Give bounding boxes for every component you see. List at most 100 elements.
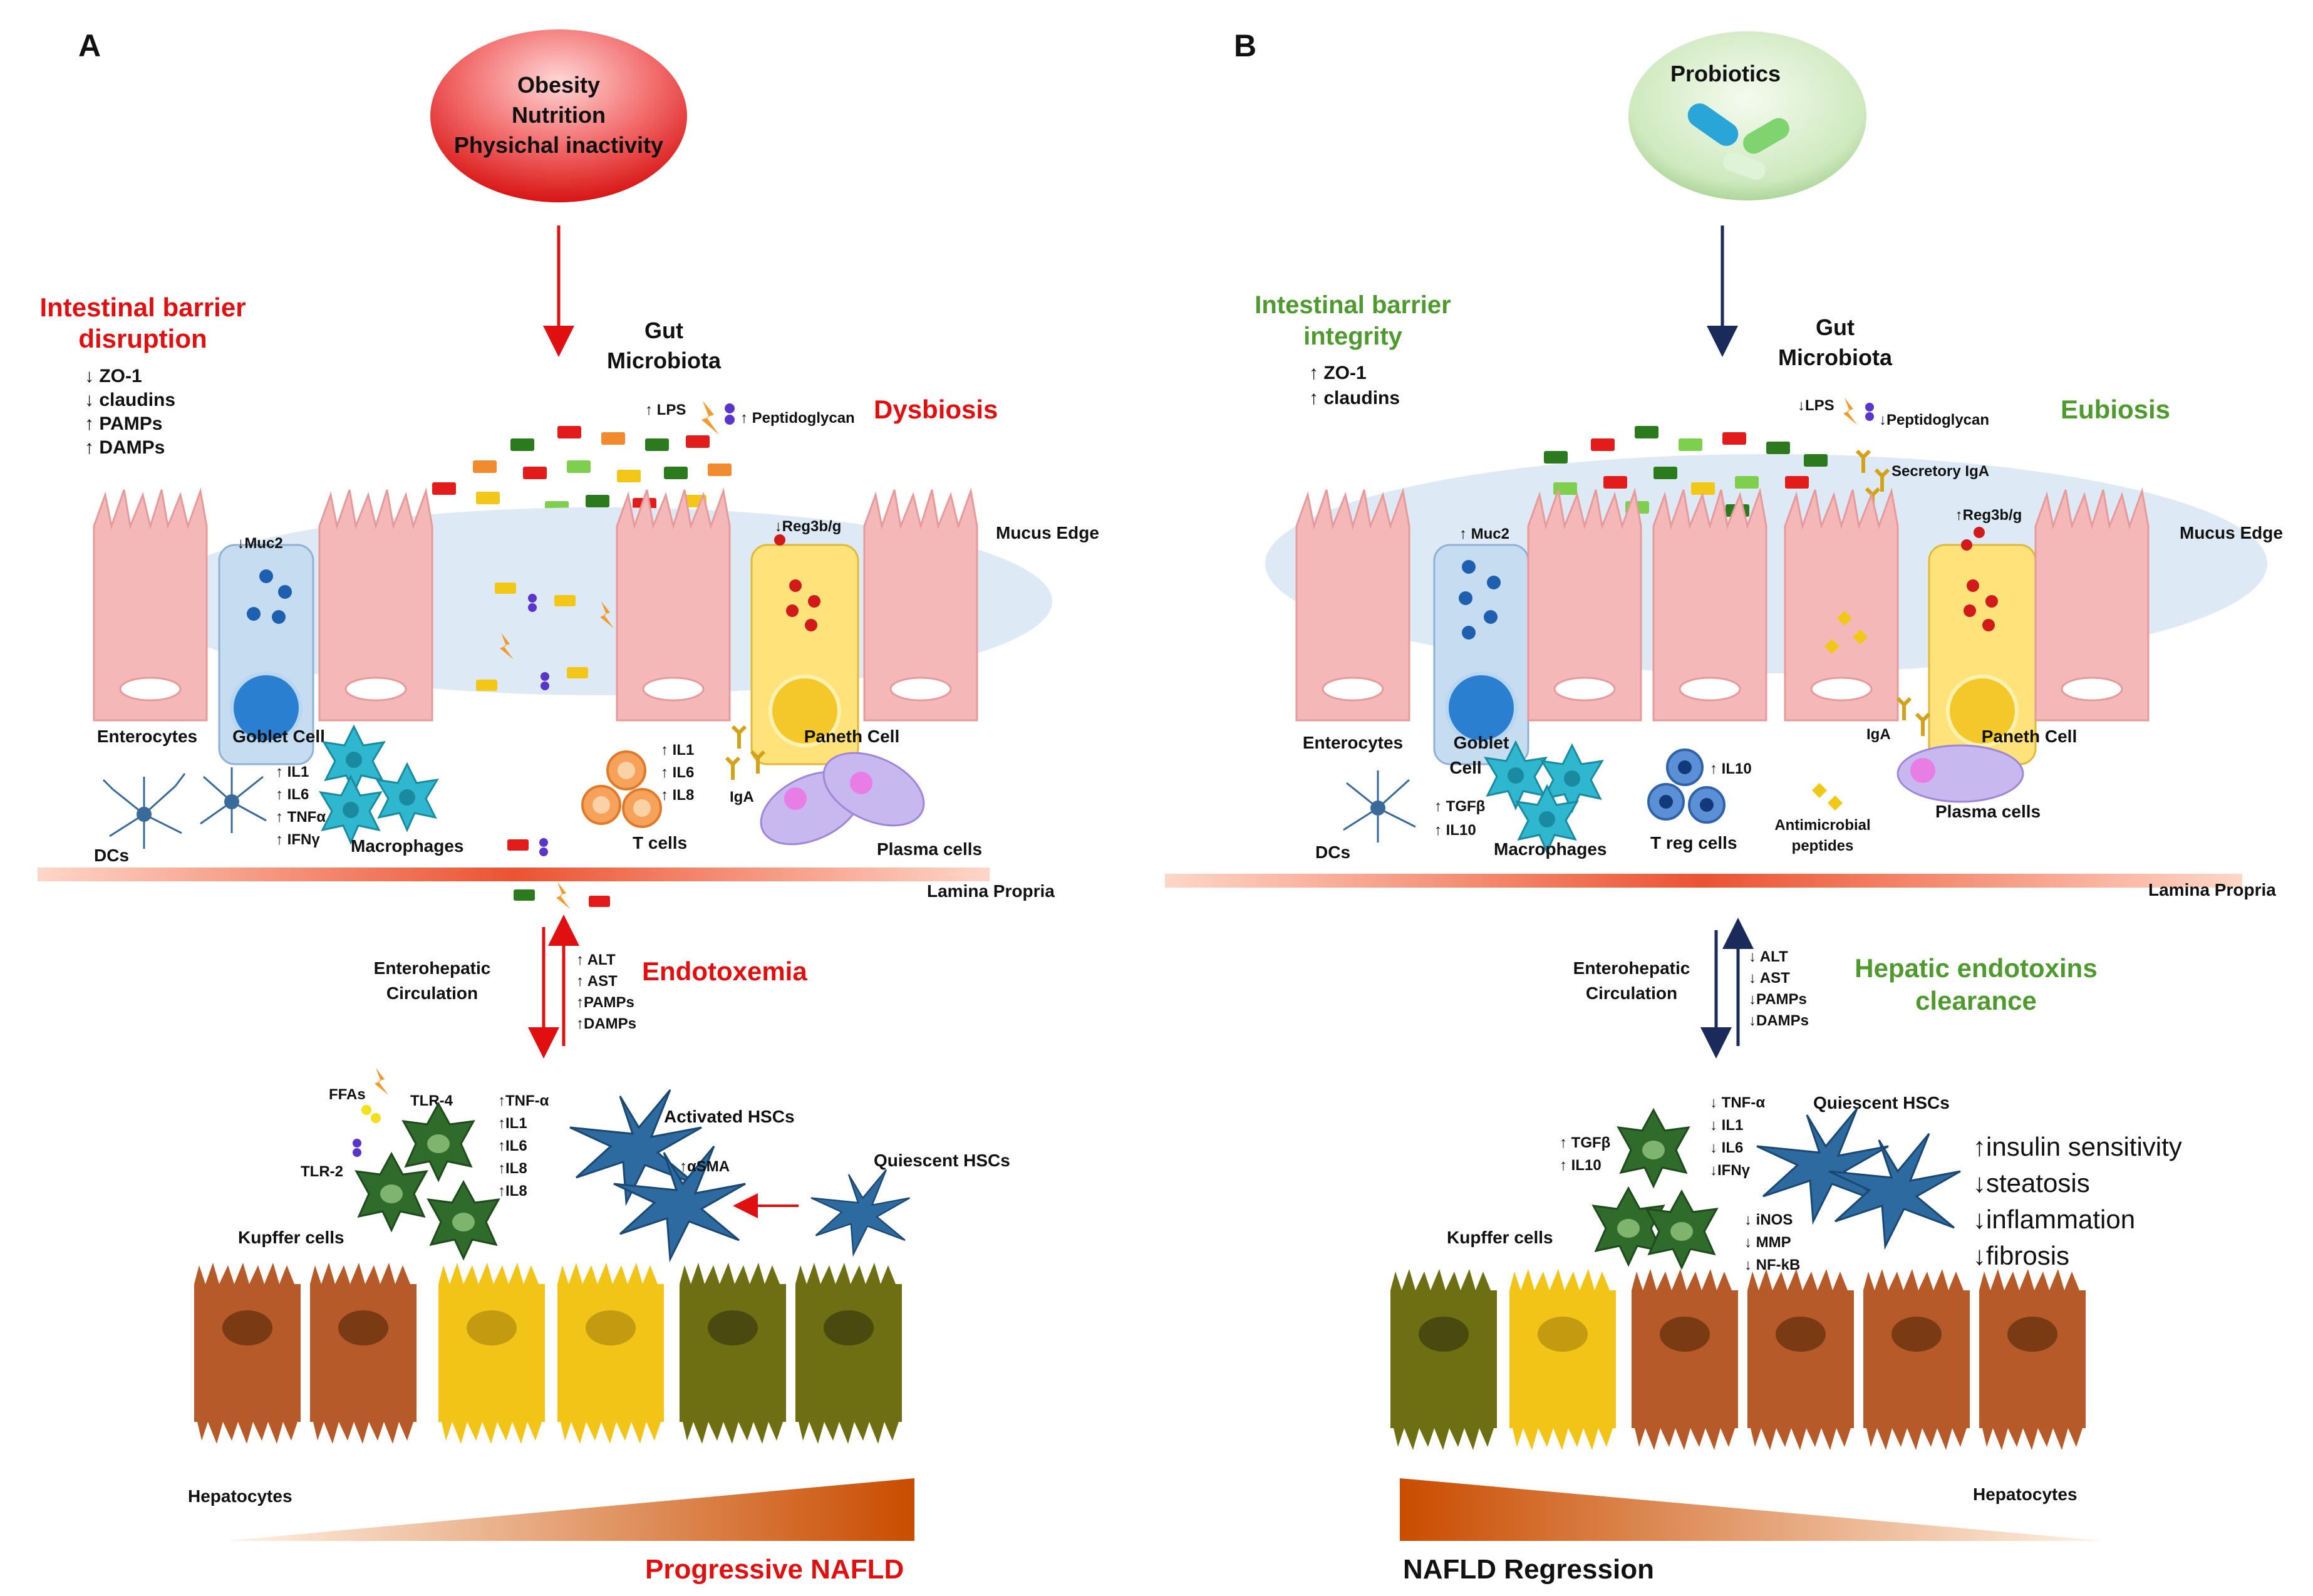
kupffer-label-a: Kupffer cells <box>238 1228 344 1247</box>
mucus-edge-a: Mucus Edge <box>996 523 1099 542</box>
kupffer-cyt-a-4: ↑IL8 <box>498 1160 527 1177</box>
tlr2-label: TLR-2 <box>301 1163 343 1180</box>
plasma-cell-a-2 <box>822 752 925 827</box>
goblet-b-1: Goblet <box>1454 733 1509 752</box>
macro-cyt-a-2: ↑ IL6 <box>276 786 309 803</box>
dysbiosis-label: Dysbiosis <box>874 395 998 424</box>
ffa-icon <box>375 1068 388 1095</box>
hsc-marker-b-1: ↓ iNOS <box>1744 1211 1793 1228</box>
kupffer-cyt-a-2: ↑IL1 <box>498 1115 527 1132</box>
hepatocytes-b <box>1390 1269 2086 1450</box>
kupffer-cyt-a-3: ↑IL6 <box>498 1137 527 1154</box>
barrier-title-b-1: Intestinal barrier <box>1255 291 1451 319</box>
plasma-label-a: Plasma cells <box>877 839 982 859</box>
liver-marker-b-1: ↓ ALT <box>1749 948 1788 965</box>
enterocytes-a: Enterocytes <box>97 727 197 746</box>
tlr4-label: TLR-4 <box>410 1092 453 1109</box>
barrier-item-a-4: ↑ DAMPs <box>85 437 165 458</box>
lamina-propria-a <box>38 868 990 881</box>
bacteria-cluster-a <box>432 426 732 514</box>
circulation-a-1: Enterohepatic <box>374 958 491 978</box>
cause-line-2: Nutrition <box>512 102 606 128</box>
outcome-b: NAFLD Regression <box>1403 1554 1654 1585</box>
treg-cells <box>1647 749 1726 824</box>
liver-marker-b-2: ↓ AST <box>1749 970 1790 987</box>
hepatocytes-a <box>194 1263 902 1444</box>
bacteria-cluster-b <box>1544 426 1828 517</box>
peptidoglycan-a: ↑ Peptidoglycan <box>740 410 855 427</box>
treg-label: T reg cells <box>1650 833 1737 852</box>
iga-a: IgA <box>730 789 754 806</box>
capsule-icons <box>1687 103 1789 180</box>
endotoxemia-label: Endotoxemia <box>642 956 807 986</box>
circulation-b-1: Enterohepatic <box>1573 958 1690 978</box>
hsc-marker-b-2: ↓ MMP <box>1744 1234 1791 1251</box>
panel-a: A Obesity Nutrition Physichal inactivity… <box>38 28 1099 1585</box>
dcs-b: DCs <box>1315 842 1350 862</box>
quiescent-hsc-label-a: Quiescent HSCs <box>874 1151 1010 1170</box>
dc-icon-b <box>1343 770 1416 842</box>
gut-label-b-2: Microbiota <box>1778 345 1893 370</box>
liver-marker-a-1: ↑ ALT <box>576 951 616 968</box>
reg3-a: ↓Reg3b/g <box>775 518 842 535</box>
hepatocytes-label-b: Hepatocytes <box>1973 1485 2078 1504</box>
epithelium-a <box>93 489 978 764</box>
t-cells-a <box>581 750 662 828</box>
quiescent-hsc-label-b: Quiescent HSCs <box>1813 1093 1950 1112</box>
t-cyt-a-2: ↑ IL6 <box>661 764 694 781</box>
effect-3: ↓inflammation <box>1973 1205 2135 1234</box>
clearance-label-2: clearance <box>1915 986 2037 1015</box>
quiescent-hsc-a <box>810 1169 911 1255</box>
barrier-item-a-3: ↑ PAMPs <box>85 413 162 434</box>
barrier-item-b-1: ↑ ZO-1 <box>1309 363 1367 383</box>
circulation-a-2: Circulation <box>386 983 478 1003</box>
secretory-iga-label: Secretory IgA <box>1891 463 1989 480</box>
effect-4: ↓fibrosis <box>1973 1241 2069 1270</box>
t-cyt-a-1: ↑ IL1 <box>661 742 694 759</box>
reg3-b: ↑Reg3b/g <box>1955 507 2022 524</box>
mucus-edge-b: Mucus Edge <box>2180 523 2283 542</box>
cause-line-1: Obesity <box>517 72 600 98</box>
peptidoglycan-icon <box>725 403 735 413</box>
macrophages-a: Macrophages <box>351 836 464 856</box>
barrier-item-a-1: ↓ ZO-1 <box>85 366 142 386</box>
iga-icons-b <box>1896 697 1931 736</box>
liver-marker-a-3: ↑PAMPs <box>576 994 634 1011</box>
hsc-cyt-b-4: ↓IFNγ <box>1710 1162 1751 1179</box>
t-cyt-a-3: ↑ IL8 <box>661 787 694 804</box>
leaked-microbes-a <box>476 583 614 691</box>
iga-b: IgA <box>1866 726 1891 743</box>
eubiosis-label: Eubiosis <box>2061 395 2170 424</box>
liver-marker-a-4: ↑DAMPs <box>576 1015 636 1032</box>
progression-wedge-a <box>225 1478 914 1541</box>
liver-marker-b-3: ↓PAMPs <box>1749 991 1807 1008</box>
lps-b: ↓LPS <box>1798 397 1834 414</box>
kupffer-cyt-b-1: ↑ TGFβ <box>1560 1134 1610 1151</box>
panel-b: B Probiotics Intestinal barrier integrit… <box>1165 28 2283 1585</box>
kupffer-cyt-a-1: ↑TNF-α <box>498 1092 549 1109</box>
lamina-label-b: Lamina Propria <box>2148 880 2276 899</box>
macro-cyt-b-1: ↑ TGFβ <box>1434 798 1485 815</box>
paneth-a: Paneth Cell <box>804 727 899 746</box>
kupffer-label-b: Kupffer cells <box>1447 1228 1553 1247</box>
treg-cytokine: ↑ IL10 <box>1710 760 1752 777</box>
amp-b-2: peptides <box>1792 837 1854 854</box>
macro-cyt-a-3: ↑ TNFα <box>276 809 326 826</box>
barrier-title-a-2: disruption <box>78 324 207 353</box>
epithelium-b <box>1295 489 2150 764</box>
effect-2: ↓steatosis <box>1973 1168 2090 1198</box>
hsc-marker-b-3: ↓ NF-kB <box>1744 1257 1800 1273</box>
clearance-label-1: Hepatic endotoxins <box>1855 953 2097 983</box>
gut-label-b-1: Gut <box>1816 314 1855 340</box>
hsc-cyt-b-2: ↓ IL1 <box>1710 1117 1743 1134</box>
barrier-item-a-2: ↓ claudins <box>85 390 175 410</box>
t-cells-label-a: T cells <box>633 833 687 852</box>
amp-b-1: Antimicrobial <box>1774 817 1870 834</box>
muc2-a: ↓Muc2 <box>237 535 282 552</box>
kupffer-cyt-a-5: ↑IL8 <box>498 1183 527 1200</box>
enterocytes-b: Enterocytes <box>1303 733 1403 752</box>
cause-ellipse-a <box>430 29 687 202</box>
iga-icons-a <box>725 725 766 780</box>
dcs-a: DCs <box>94 846 129 865</box>
